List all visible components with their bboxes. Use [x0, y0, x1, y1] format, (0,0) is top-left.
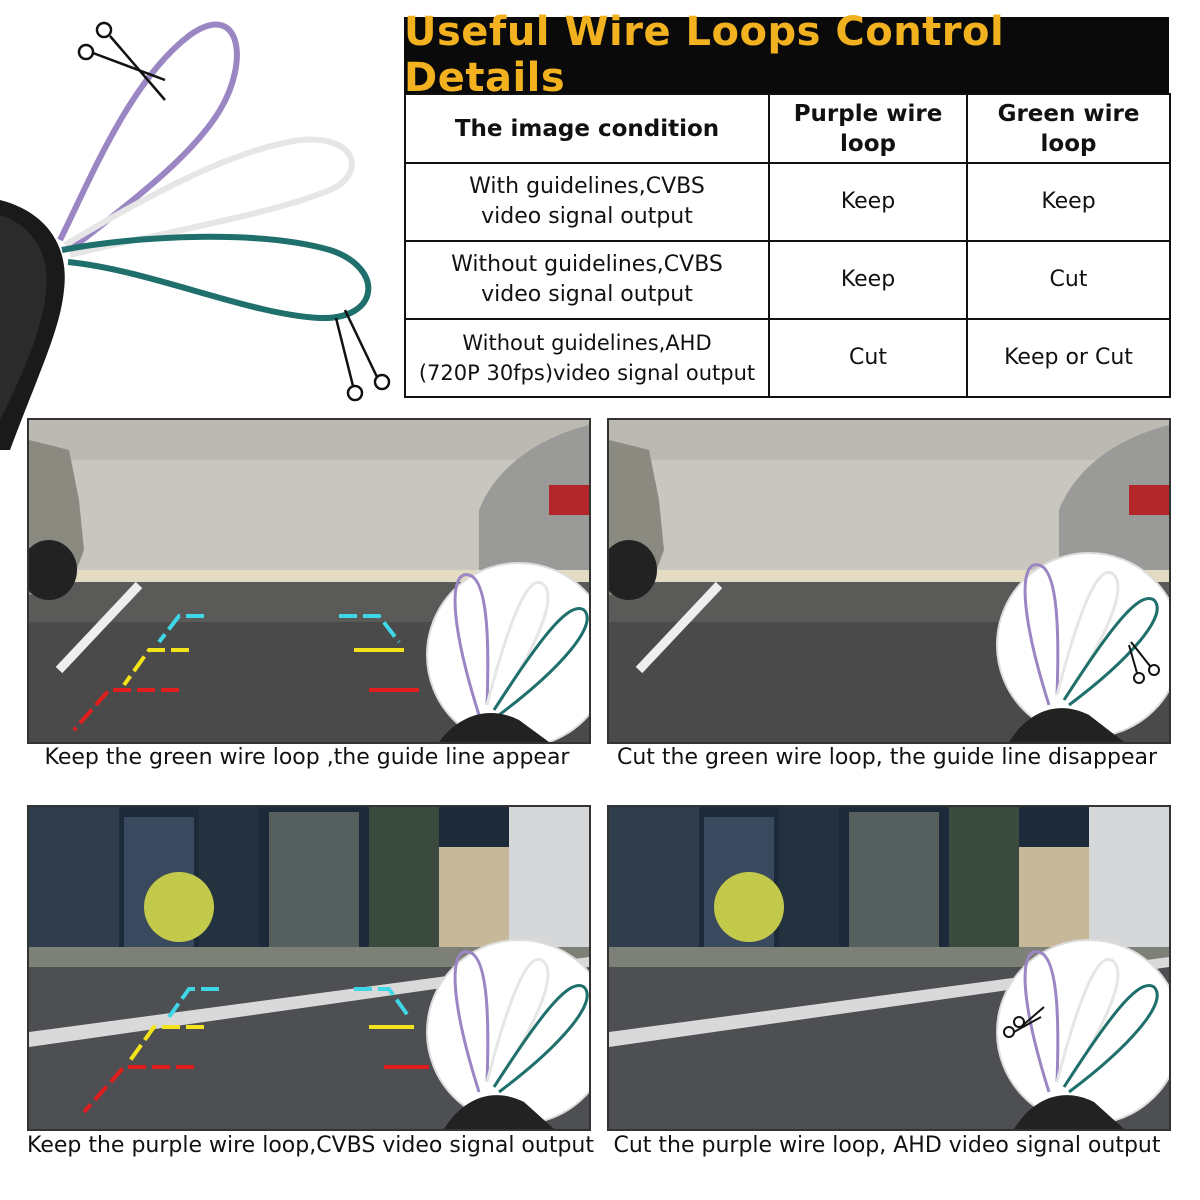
scissors-icon	[1003, 1006, 1045, 1038]
panel-caption: Keep the purple wire loop,CVBS video sig…	[27, 1133, 594, 1158]
purple-cell: Keep	[768, 162, 968, 242]
header-condition: The image condition	[404, 93, 770, 164]
table-row: Without guidelines,AHD(720P 30fps)video …	[404, 318, 1171, 398]
condition-cell: Without guidelines,AHD(720P 30fps)video …	[404, 318, 770, 398]
green-cell: Keep	[966, 162, 1171, 242]
panel-parking-guidelines	[27, 418, 591, 744]
panel-caption: Cut the green wire loop, the guide line …	[616, 745, 1158, 770]
table-header-row: The image condition Purple wire loop Gre…	[404, 93, 1171, 164]
wire-loops-illustration	[0, 21, 391, 450]
header-purple: Purple wire loop	[768, 93, 968, 164]
purple-cell: Keep	[768, 240, 968, 320]
panel-city-guidelines	[27, 805, 591, 1131]
panel-parking-no-guidelines	[607, 418, 1171, 744]
header-green: Green wire loop	[966, 93, 1171, 164]
green-cell: Cut	[966, 240, 1171, 320]
title-banner: Useful Wire Loops Control Details	[404, 9, 1169, 101]
scissors-icon	[77, 21, 166, 101]
purple-cell: Cut	[768, 318, 968, 398]
green-cell: Keep or Cut	[966, 318, 1171, 398]
panel-caption: Cut the purple wire loop, AHD video sign…	[613, 1133, 1161, 1158]
scissors-icon	[1128, 641, 1160, 684]
panel-city-no-guidelines	[607, 805, 1171, 1131]
wire-control-table: The image condition Purple wire loop Gre…	[404, 93, 1171, 398]
page-title: Useful Wire Loops Control Details	[404, 9, 1005, 101]
panel-caption: Keep the green wire loop ,the guide line…	[44, 745, 570, 770]
